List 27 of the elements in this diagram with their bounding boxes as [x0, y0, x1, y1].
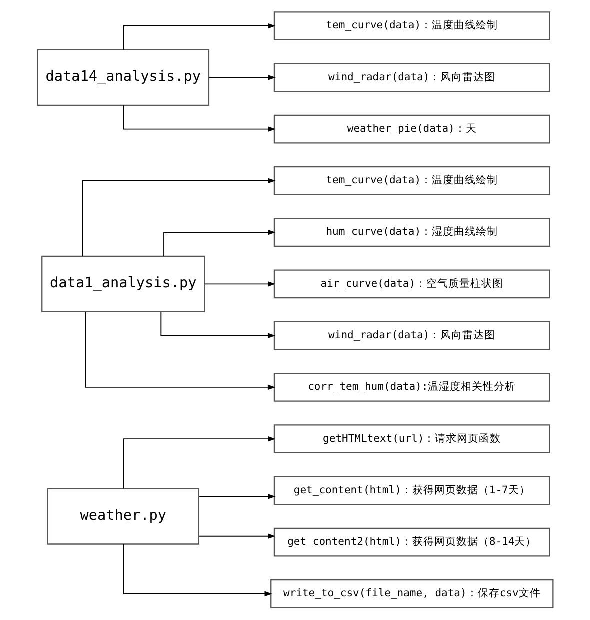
node-box: data1_analysis.py: [41, 256, 205, 312]
node-box: getHTMLtext(url)：请求网页函数: [273, 424, 550, 454]
node-box: data14_analysis.py: [36, 49, 210, 106]
node-box: get_content(html)：获得网页数据（1-7天）: [273, 476, 550, 506]
node-box: hum_curve(data)：湿度曲线绘制: [273, 218, 550, 247]
arrow: [122, 105, 276, 132]
arrow: [122, 544, 272, 597]
node-box: tem_curve(data)：温度曲线绘制: [273, 12, 550, 40]
node-box: wind_radar(data)：风向雷达图: [273, 321, 550, 350]
node-box: weather.py: [46, 488, 199, 545]
arrow: [204, 282, 276, 287]
arrow: [163, 230, 276, 257]
node-box: weather_pie(data)：天: [273, 114, 550, 144]
node-box: tem_curve(data)：温度曲线绘制: [273, 166, 550, 196]
node-box: wind_radar(data)：风向雷达图: [273, 63, 550, 92]
node-box: write_to_csv(file_name, data)：保存csv文件: [270, 580, 554, 608]
node-box: air_curve(data)：空气质量柱状图: [273, 270, 550, 299]
arrow: [198, 494, 276, 500]
arrow: [122, 436, 276, 490]
arrow: [82, 178, 276, 257]
arrow: [208, 74, 276, 80]
arrow: [160, 312, 276, 338]
arrow: [122, 23, 276, 50]
node-box: get_content2(html)：获得网页数据（8-14天）: [273, 528, 550, 557]
arrow: [84, 312, 276, 390]
arrow: [198, 534, 276, 540]
node-box: corr_tem_hum(data):温湿度相关性分析: [273, 373, 550, 402]
